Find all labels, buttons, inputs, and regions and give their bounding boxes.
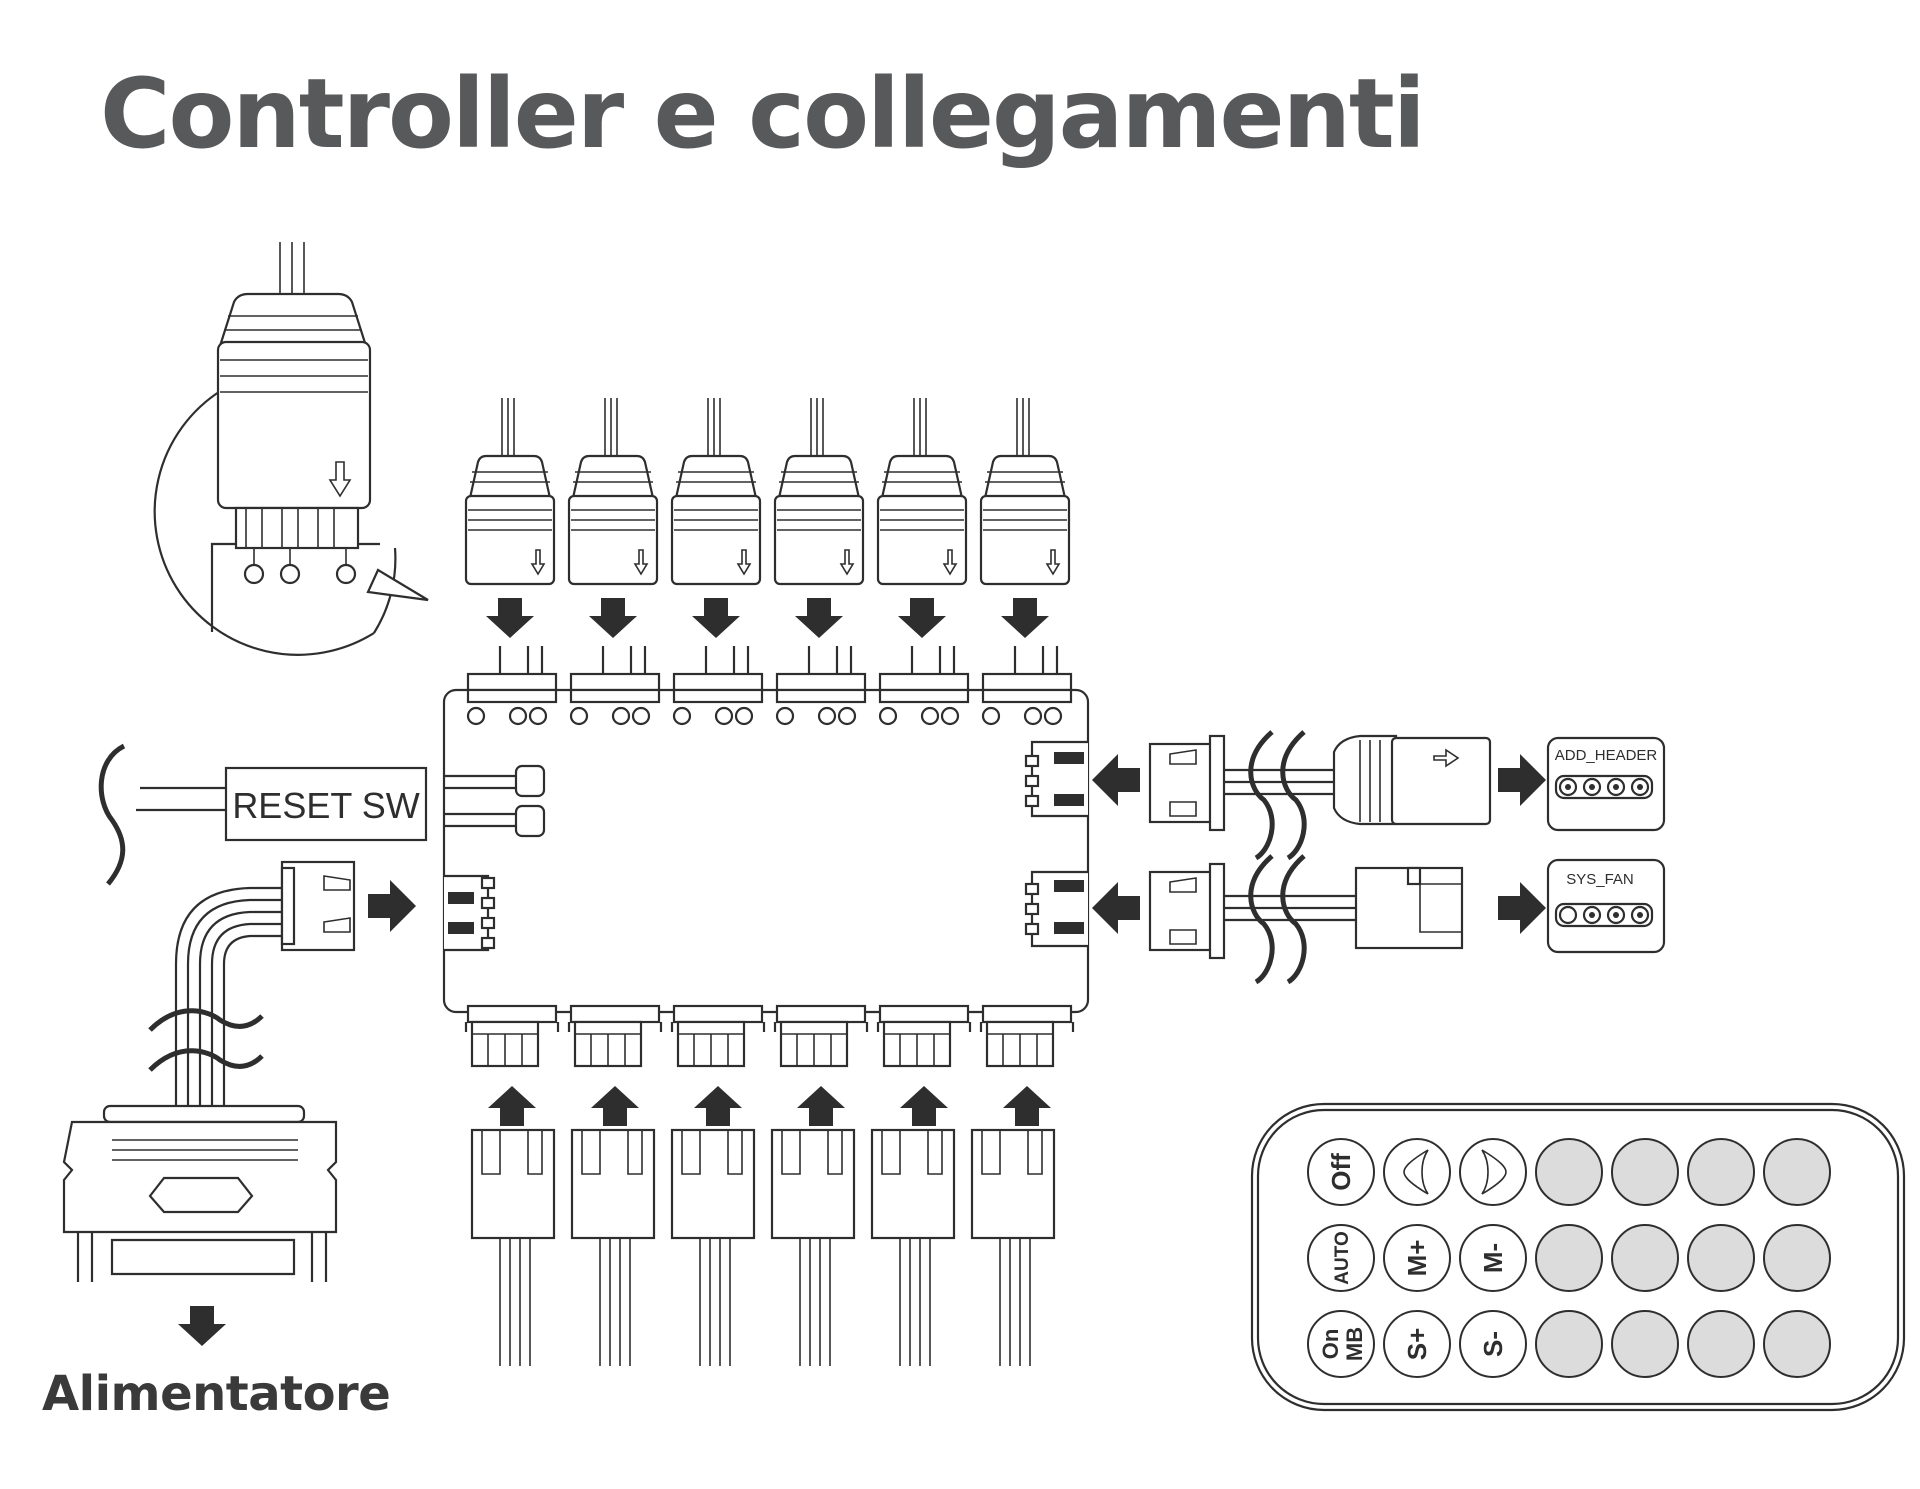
sys-fan-cable: [1148, 854, 1464, 985]
add-header-arrow-out: [1498, 754, 1546, 806]
label-auto: AUTO: [1332, 1231, 1353, 1284]
psu-label: Alimentatore: [42, 1366, 391, 1422]
fan-header-row: [464, 1004, 1075, 1068]
label-speed-minus: S-: [1478, 1331, 1508, 1357]
remote-button-color-1[interactable]: [1535, 1138, 1603, 1206]
add-header-label: ADD_HEADER: [1555, 747, 1658, 764]
sys-fan-label: SYS_FAN: [1566, 871, 1634, 888]
power-connector: [444, 874, 496, 952]
remote-button-color-7[interactable]: [1687, 1224, 1755, 1292]
label-on: On: [1318, 1329, 1343, 1360]
argb-plug-row: [464, 396, 1071, 586]
remote-button-color-12[interactable]: [1763, 1310, 1831, 1378]
label-mb: MB: [1342, 1327, 1367, 1361]
page-title: Controller e collegamenti: [100, 58, 1426, 170]
remote-buttons: [1307, 1138, 1831, 1378]
psu-arrow: [178, 1306, 226, 1346]
remote-button-on-mb[interactable]: [1307, 1310, 1375, 1378]
sys-fan-arrow-in: [1092, 882, 1140, 934]
remote-button-color-10[interactable]: [1611, 1310, 1679, 1378]
label-mode-minus: M-: [1478, 1243, 1508, 1273]
remote-button-mode-minus[interactable]: [1459, 1224, 1527, 1292]
argb-plug-closeup: [153, 242, 429, 656]
fan-arrow-row: [488, 1086, 1051, 1126]
reset-switch-connector: [98, 743, 546, 886]
remote-button-speed-plus[interactable]: [1383, 1310, 1451, 1378]
fan-plug-row: [470, 1128, 1056, 1368]
remote-button-color-9[interactable]: [1535, 1310, 1603, 1378]
power-arrow: [368, 880, 416, 932]
power-plug-cable: [62, 860, 356, 1282]
label-speed-plus: S+: [1402, 1328, 1432, 1361]
remote-button-off[interactable]: [1307, 1138, 1375, 1206]
sys-fan-box: [1546, 858, 1666, 954]
remote-button-auto[interactable]: [1307, 1224, 1375, 1292]
remote-button-color-4[interactable]: [1763, 1138, 1831, 1206]
remote-button-speed-minus[interactable]: [1459, 1310, 1527, 1378]
remote-button-labels: Off AUTO M+ M- On MB S+ S-: [1318, 1153, 1508, 1361]
remote-button-color-11[interactable]: [1687, 1310, 1755, 1378]
add-header-box: [1546, 736, 1666, 832]
controller-board: [442, 688, 1090, 1014]
remote-button-color-3[interactable]: [1687, 1138, 1755, 1206]
add-header-arrow-in: [1092, 754, 1140, 806]
remote-button-color-2[interactable]: [1611, 1138, 1679, 1206]
add-header-cable: [1148, 730, 1492, 861]
remote-button-color-8[interactable]: [1763, 1224, 1831, 1292]
sys-fan-arrow-out: [1498, 882, 1546, 934]
label-off: Off: [1326, 1153, 1356, 1191]
remote-button-mode-plus[interactable]: [1383, 1224, 1451, 1292]
right-ports: [1024, 740, 1088, 948]
remote-button-color-5[interactable]: [1535, 1224, 1603, 1292]
label-mode-plus: M+: [1402, 1240, 1432, 1277]
remote-button-next[interactable]: [1459, 1138, 1527, 1206]
remote-button-color-6[interactable]: [1611, 1224, 1679, 1292]
argb-arrow-row: [486, 598, 1049, 638]
remote-button-prev[interactable]: [1383, 1138, 1451, 1206]
reset-sw-label: RESET SW: [232, 785, 419, 826]
